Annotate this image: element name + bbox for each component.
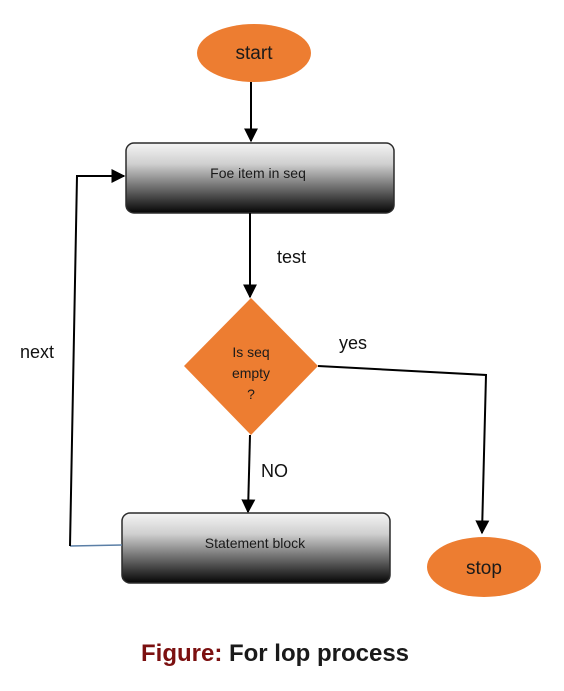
statement-block-node: Statement block <box>121 512 391 584</box>
figure-caption: Figure: For lop process <box>141 640 409 667</box>
stop-label: stop <box>466 558 502 579</box>
loop-box-node: Foe item in seq <box>125 142 395 214</box>
return-line-bottom <box>69 544 123 547</box>
statement-block-label: Statement block <box>205 535 306 551</box>
caption-prefix: Figure: <box>141 640 222 667</box>
edge-label-yes: yes <box>339 333 367 353</box>
caption-text: For lop process <box>222 640 409 667</box>
decision-label-line1: Is seq <box>232 344 269 360</box>
arrow-decision-to-stop <box>317 365 490 535</box>
stop-node: stop <box>427 537 541 597</box>
return-line-next <box>69 169 126 547</box>
decision-node: Is seq empty ? <box>184 298 318 435</box>
edge-label-no: NO <box>261 461 288 481</box>
edge-label-next: next <box>20 342 54 362</box>
decision-label-line3: ? <box>247 386 255 402</box>
start-label: start <box>236 43 274 64</box>
edge-label-test: test <box>277 247 306 267</box>
loop-box-label: Foe item in seq <box>210 165 306 181</box>
decision-label-line2: empty <box>232 365 270 381</box>
arrow-decision-to-statement <box>241 434 256 514</box>
start-node: start <box>197 24 311 82</box>
